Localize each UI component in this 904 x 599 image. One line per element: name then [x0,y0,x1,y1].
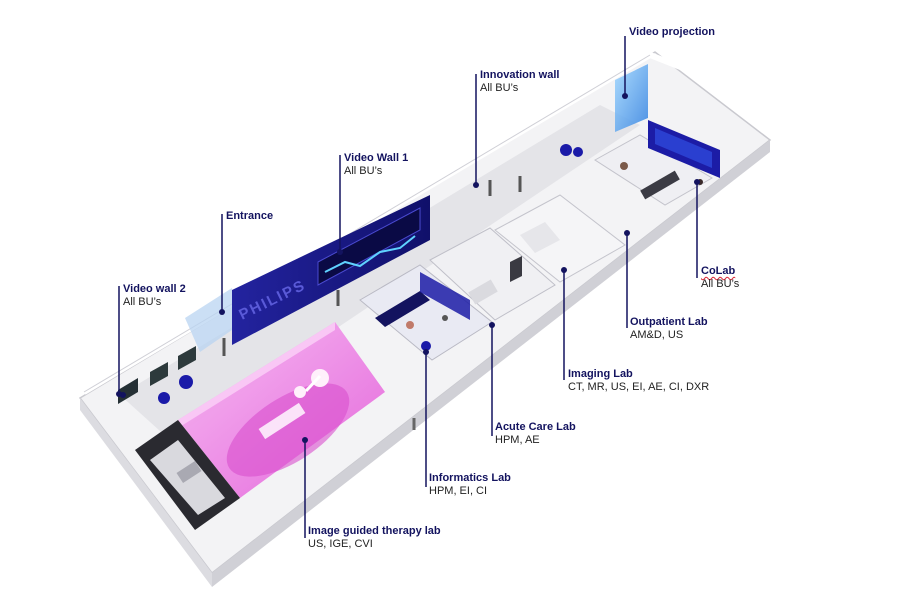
informatics-lab-sub: HPM, EI, CI [429,485,488,497]
colab-title: CoLab [701,265,736,277]
acute-care-lab-title: Acute Care Lab [495,421,576,433]
video-wall-2-sub: All BU’s [123,296,162,308]
video-wall-2-title: Video wall 2 [123,283,186,295]
label-video-wall-2: Video wall 2 All BU’s [123,283,186,309]
entrance-title: Entrance [226,210,274,222]
label-outpatient-lab: Outpatient Lab AM&D, US [630,316,708,342]
callout-leaders [116,36,700,538]
philips-blue-wall: PHILIPS [232,195,430,345]
acute-care-lab-room [429,227,556,321]
video-wall-2-screens [118,346,196,404]
outpatient-lab-sub: AM&D, US [630,329,684,341]
acute-care-lab-sub: HPM, AE [495,434,540,446]
colab-sub: All BU’s [701,278,740,290]
imaging-lab-room [494,194,626,283]
label-innovation-wall: Innovation wall All BU’s [480,69,559,95]
corridor-people [222,144,583,430]
informatics-lab-title: Informatics Lab [429,472,511,484]
label-igt-lab: Image guided therapy lab US, IGE, CVI [308,525,441,551]
video-wall-1-sub: All BU’s [344,165,383,177]
informatics-lab-room [359,264,493,361]
corridor-floor [120,105,640,440]
imaging-lab-title: Imaging Lab [568,368,633,380]
label-informatics-lab: Informatics Lab HPM, EI, CI [429,472,511,498]
label-entrance: Entrance [226,210,273,223]
igt-lab-room [178,322,385,498]
igt-control-room [135,420,240,530]
video-projection-glow [615,64,648,132]
innovation-wall-sub: All BU’s [480,82,519,94]
label-imaging-lab: Imaging Lab CT, MR, US, EI, AE, CI, DXR [568,368,709,394]
label-video-projection: Video projection [629,26,715,39]
label-acute-care-lab: Acute Care Lab HPM, AE [495,421,576,447]
igt-lab-title: Image guided therapy lab [308,525,441,537]
outpatient-lab-title: Outpatient Lab [630,316,708,328]
label-colab: CoLab All BU’s [701,265,739,291]
video-projection-title: Video projection [629,26,715,38]
entrance-glass [185,288,232,352]
label-video-wall-1: Video Wall 1 All BU’s [344,152,408,178]
igt-lab-sub: US, IGE, CVI [308,538,373,550]
colab-room [594,120,720,206]
innovation-wall-title: Innovation wall [480,69,560,81]
imaging-lab-sub: CT, MR, US, EI, AE, CI, DXR [568,381,710,393]
video-wall-1-title: Video Wall 1 [344,152,409,164]
